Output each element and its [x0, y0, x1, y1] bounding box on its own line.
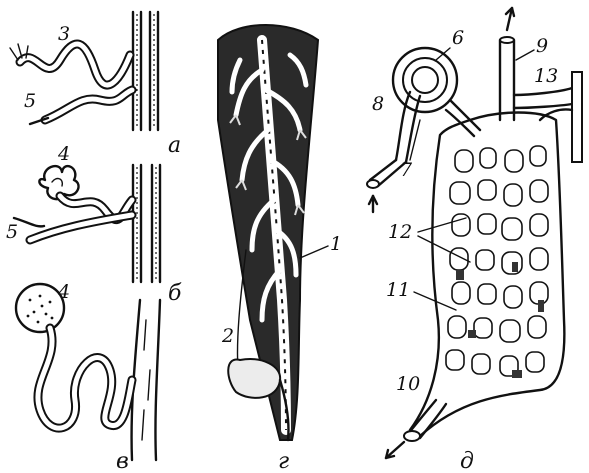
- label-6: 6: [452, 27, 464, 49]
- label-12: 12: [388, 221, 412, 243]
- label-11: 11: [386, 279, 410, 301]
- panel-letter-g: г: [278, 449, 289, 473]
- label-13: 13: [534, 65, 558, 87]
- label-9: 9: [536, 35, 548, 57]
- label-5-panel-a: 5: [24, 90, 36, 112]
- panel-letter-a: а: [168, 133, 181, 158]
- panel-a-drawing: [10, 12, 158, 130]
- label-10: 10: [396, 373, 420, 395]
- panel-g-drawing: [218, 25, 318, 440]
- label-3: 3: [58, 23, 70, 45]
- label-1: 1: [330, 233, 342, 255]
- label-8: 8: [372, 93, 384, 115]
- label-4-panel-v: 4: [57, 281, 70, 303]
- label-2: 2: [221, 325, 234, 347]
- label-7: 7: [400, 159, 413, 181]
- panel-letter-b: б: [168, 281, 182, 306]
- panel-letter-v: в: [116, 449, 129, 473]
- label-5-panel-b: 5: [6, 221, 18, 243]
- panel-b-drawing: [14, 165, 160, 282]
- panel-v-drawing: [16, 284, 160, 460]
- label-4-panel-b: 4: [57, 143, 70, 165]
- panel-letter-d: д: [460, 449, 474, 473]
